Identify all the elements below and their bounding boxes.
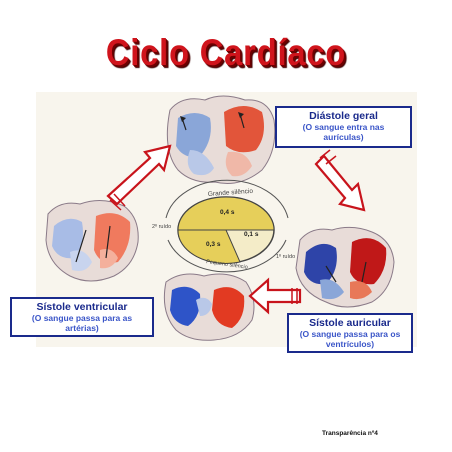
heart-ventricular-systole-illustration [163,273,255,341]
diastole-heading: Diástole geral [309,110,378,122]
heart-auricular-systole-illustration [295,226,395,308]
heart-diastole-illustration [166,95,276,184]
sistole-ventricular-subtext: (O sangue passa para as artérias) [31,313,133,333]
label-grande-silencio: Grande silêncio [208,188,254,198]
label-1-ruido: 1º ruído [276,253,295,260]
label-box-sistole-auricular: Sístole auricular (O sangue passa para o… [287,313,413,353]
sistole-auricular-subtext: (O sangue passa para os ventrículos) [299,329,401,349]
heart-left-illustration [45,200,139,282]
segment-label-0-3s: 0,3 s [206,241,221,248]
arrow-right-to-bottom [248,277,302,315]
segment-label-0-4s: 0,4 s [220,209,235,216]
arc-grande-silencio [165,179,289,219]
label-pequeno-silencio: Pequeno silêncio [206,259,248,271]
label-box-sistole-ventricular: Sístole ventricular (O sangue passa para… [10,297,154,337]
segment-0-3s [177,229,241,264]
sistole-auricular-heading: Sístole auricular [309,317,391,329]
label-box-diastole: Diástole geral (O sangue entra nas auríc… [275,106,412,148]
page-title: Ciclo Cardíaco [105,32,347,73]
cycle-timing-diagram [165,179,289,273]
sistole-ventricular-heading: Sístole ventricular [36,301,128,313]
arrow-left-to-top [106,144,172,211]
diastole-subtext: (O sangue entra nas aurículas) [302,122,385,142]
arc-pequeno-silencio [167,239,287,273]
arrow-top-to-right [314,149,366,212]
segment-0-4s [177,196,275,231]
footer-label: Transparência nº4 [322,430,378,437]
label-2-ruido: 2º ruído [152,223,171,230]
segment-label-0-1s: 0,1 s [244,231,259,238]
